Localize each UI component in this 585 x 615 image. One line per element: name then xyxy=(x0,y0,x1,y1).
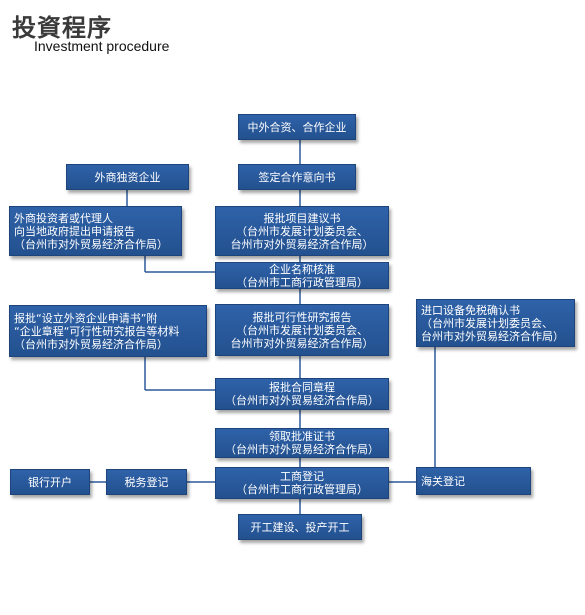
node-bank-account: 银行开户 xyxy=(10,469,90,495)
node-text-line: 工商登记 xyxy=(280,470,324,483)
node-application-report: 外商投资者或代理人向当地政府提出申请报告（台州市对外贸易经济合作局） xyxy=(9,206,182,256)
node-text-line: 外商投资者或代理人 xyxy=(14,211,113,225)
node-project-proposal: 报批项目建议书（台州市发展计划委员会、台州市对外贸易经济合作局） xyxy=(215,206,389,256)
node-wfoe: 外商独资企业 xyxy=(66,164,189,190)
node-text-line: 企业名称核准 xyxy=(269,262,335,276)
node-approval-certificate: 领取批准证书（台州市对外贸易经济合作局） xyxy=(215,428,389,458)
node-text-line: 签定合作意向书 xyxy=(258,170,336,184)
node-text-line: （台州市发展计划委员会、 xyxy=(236,323,368,337)
node-text-line: 海关登记 xyxy=(421,474,465,488)
node-text-line: 台州市对外贸易经济合作局） xyxy=(230,237,374,251)
node-text-line: （台州市发展计划委员会、 xyxy=(421,316,553,330)
node-text-line: 银行开户 xyxy=(28,475,72,489)
node-text-line: 外商独资企业 xyxy=(94,170,161,184)
node-name-approval: 企业名称核准（台州市工商行政管理局） xyxy=(215,262,389,289)
node-sino-foreign-jv: 中外合资、合作企业 xyxy=(238,114,356,140)
node-establishment-application: 报批“设立外资企业申请书”附“企业章程“可行性研究报告等材料（台州市对外贸易经济… xyxy=(9,305,207,357)
node-text-line: （台州市工商行政管理局） xyxy=(236,483,368,496)
node-letter-of-intent: 签定合作意向书 xyxy=(238,164,356,190)
node-text-line: （台州市对外贸易经济合作局） xyxy=(225,394,379,407)
node-start-construction: 开工建设、投产开工 xyxy=(238,514,362,540)
node-text-line: 报批“设立外资企业申请书”附 xyxy=(14,311,158,325)
node-text-line: 报批可行性研究报告 xyxy=(252,310,352,324)
node-text-line: “企业章程“可行性研究报告等材料 xyxy=(14,324,180,338)
node-text-line: 领取批准证书 xyxy=(269,430,335,443)
node-tax-registration: 税务登记 xyxy=(106,469,187,495)
page-title: 投資程序 xyxy=(12,14,112,42)
node-business-registration: 工商登记（台州市工商行政管理局） xyxy=(215,467,389,499)
node-text-line: （台州市发展计划委员会、 xyxy=(236,224,368,238)
node-equipment-tax-exemption: 进口设备免税确认书（台州市发展计划委员会、台州市对外贸易经济合作局） xyxy=(416,299,575,347)
node-text-line: 台州市对外贸易经济合作局） xyxy=(230,336,374,350)
node-text-line: 向当地政府提出申请报告 xyxy=(14,224,135,238)
node-text-line: 税务登记 xyxy=(124,475,169,489)
node-text-line: （台州市对外贸易经济合作局） xyxy=(14,337,168,351)
node-text-line: （台州市工商行政管理局） xyxy=(236,275,368,289)
node-text-line: 报批项目建议书 xyxy=(263,211,341,225)
node-feasibility-report: 报批可行性研究报告（台州市发展计划委员会、台州市对外贸易经济合作局） xyxy=(215,304,389,356)
node-contract-approval: 报批合同章程（台州市对外贸易经济合作局） xyxy=(215,378,389,410)
node-text-line: 台州市对外贸易经济合作局） xyxy=(421,329,564,343)
node-text-line: （台州市对外贸易经济合作局） xyxy=(14,237,168,251)
node-text-line: （台州市对外贸易经济合作局） xyxy=(225,443,379,456)
node-text-line: 开工建设、投产开工 xyxy=(250,520,350,534)
node-customs-registration: 海关登记 xyxy=(416,467,531,495)
node-text-line: 进口设备免税确认书 xyxy=(421,303,520,317)
node-text-line: 报批合同章程 xyxy=(269,381,335,394)
node-text-line: 中外合资、合作企业 xyxy=(247,120,347,134)
page-subtitle: Investment procedure xyxy=(34,38,170,54)
